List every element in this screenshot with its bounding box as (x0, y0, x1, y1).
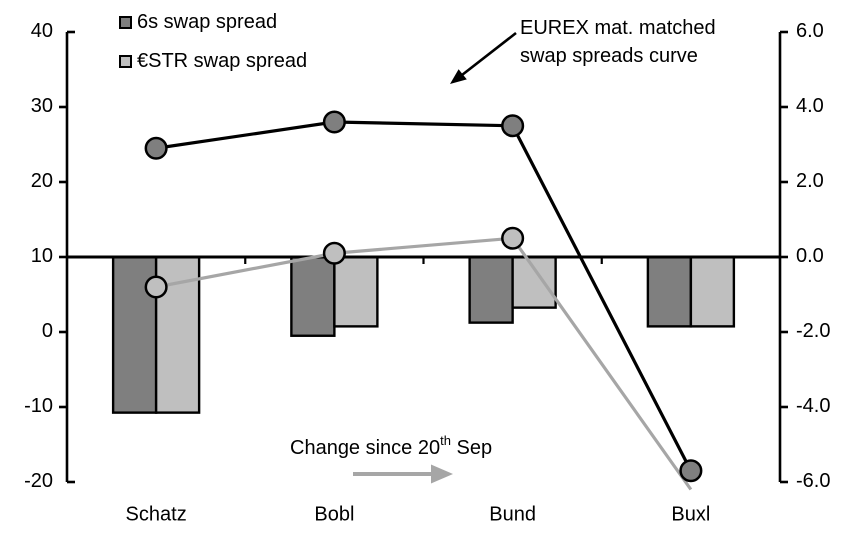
bar-6s-swap-spread-change-bobl[interactable] (290, 255, 336, 337)
line-str-swap-spread-curve (155, 236, 693, 491)
marker-6s-swap-spread-curve-buxl[interactable] (679, 459, 703, 483)
legend-swatch-estr-icon (119, 54, 132, 68)
marker-6s-swap-spread-curve-schatz[interactable] (144, 136, 168, 160)
change-annotation-arrowhead-icon (431, 464, 453, 484)
line-6s-swap-spread-curve (155, 120, 693, 472)
change-annotation-text: Change since 20 (290, 437, 441, 459)
curve-annotation: EUREX mat. matched swap spreads curve (520, 14, 716, 70)
bar-6s-swap-spread-change-bund[interactable] (468, 255, 514, 324)
marker-str-swap-spread-curve-bobl[interactable] (322, 241, 346, 265)
change-annotation-superscript: th (440, 433, 451, 449)
bar-str-swap-spread-change-bobl[interactable] (333, 255, 379, 328)
bar-6s-swap-spread-change-buxl[interactable] (646, 255, 693, 328)
bar-str-swap-spread-change-buxl[interactable] (689, 255, 736, 328)
legend-item-6s-swap-spread[interactable]: 6s swap spread (119, 9, 307, 35)
legend-item-estr-swap-spread[interactable]: €STR swap spread (119, 48, 307, 74)
marker-6s-swap-spread-curve-bund[interactable] (501, 114, 525, 138)
curve-annotation-line2: swap spreads curve (520, 45, 698, 67)
chart-legend: 6s swap spread €STR swap spread (119, 9, 307, 87)
curve-annotation-line1: EUREX mat. matched (520, 17, 716, 39)
marker-6s-swap-spread-curve-bobl[interactable] (322, 110, 346, 134)
legend-label-estr: €STR swap spread (137, 49, 308, 72)
change-annotation-suffix: Sep (450, 437, 493, 459)
bar-str-swap-spread-change-bund[interactable] (511, 255, 557, 309)
curve-annotation-arrow-shaft (461, 31, 517, 77)
marker-str-swap-spread-curve-bund[interactable] (501, 226, 525, 250)
change-annotation: Change since 20th Sep (290, 434, 493, 460)
marker-str-swap-spread-curve-schatz[interactable] (144, 275, 168, 299)
legend-label-6s: 6s swap spread (137, 10, 278, 33)
legend-swatch-6s-icon (119, 15, 132, 29)
curve-annotation-arrowhead-icon (450, 69, 467, 84)
